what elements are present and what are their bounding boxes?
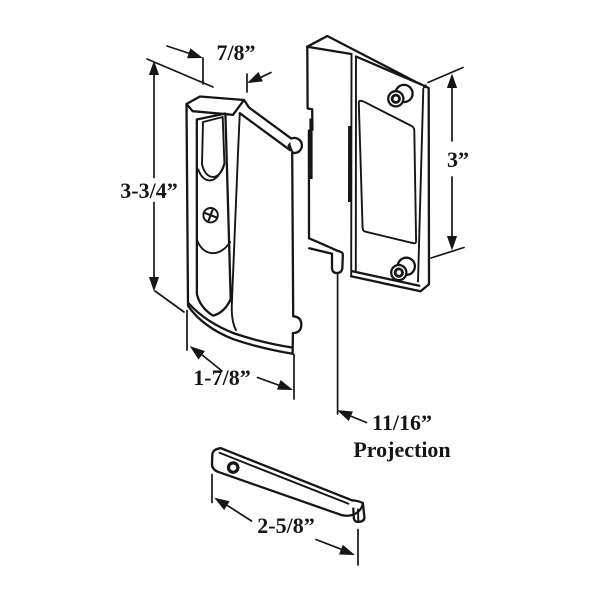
arrowhead-up-icon bbox=[148, 60, 160, 75]
dim-keeper-height-label: 3” bbox=[447, 147, 469, 172]
extension-line bbox=[154, 290, 185, 313]
dimension-handle-height: 3-3/4” bbox=[120, 58, 214, 313]
handle-wedge-top-edge bbox=[238, 112, 292, 152]
dim-bar-length-label: 2-5/8” bbox=[257, 513, 314, 538]
handle-grip-saddle-upper bbox=[197, 162, 226, 182]
arrowhead-downright-icon bbox=[338, 544, 355, 556]
dim-top-width-label: 7/8” bbox=[216, 40, 255, 65]
pin-face bbox=[387, 90, 405, 108]
arrowhead-upleft-icon bbox=[189, 346, 205, 360]
keeper-outline bbox=[306, 34, 431, 293]
arrowhead-upleft-icon bbox=[214, 497, 230, 511]
handle-recess-outline bbox=[195, 112, 232, 317]
arrow-shaft bbox=[349, 415, 368, 424]
arrow-shaft bbox=[224, 503, 253, 522]
handle-part bbox=[185, 95, 304, 355]
pin-hole bbox=[393, 267, 404, 278]
handle-knob-shadow bbox=[287, 142, 295, 154]
arrow-shaft bbox=[315, 538, 343, 551]
keeper-top-front-edge bbox=[306, 45, 353, 56]
handle-silhouette bbox=[185, 95, 304, 355]
handle-grip-saddle-lower bbox=[195, 238, 232, 255]
arrowhead-right-icon bbox=[187, 48, 203, 59]
keeper-corner-mark bbox=[423, 84, 427, 89]
dimension-keeper-height: 3” bbox=[427, 66, 469, 259]
arrow-shaft bbox=[166, 45, 192, 55]
arrow-shaft bbox=[199, 352, 223, 372]
keeper-bottom-ledge-bottom bbox=[308, 247, 334, 255]
handle-front-right-edge bbox=[230, 112, 241, 331]
screw-head bbox=[202, 207, 219, 224]
extension-line bbox=[427, 66, 464, 84]
dim-handle-width-label: 1-7/8” bbox=[193, 365, 250, 390]
keeper-right-inner-edge bbox=[417, 87, 425, 283]
pin-hole bbox=[390, 93, 401, 104]
keeper-projection-tab bbox=[330, 249, 344, 275]
handle-topface-bevel bbox=[231, 98, 246, 116]
arrowhead-down-icon bbox=[148, 277, 160, 292]
dimension-top-width: 7/8” bbox=[166, 40, 272, 93]
arrowhead-upleft-icon bbox=[337, 410, 353, 421]
keeper-pin-bottom bbox=[390, 256, 417, 282]
keeper-recess-panel bbox=[357, 99, 418, 245]
pin-face bbox=[390, 263, 408, 282]
arrowhead-down-icon bbox=[446, 236, 458, 251]
dimension-handle-width: 1-7/8” bbox=[186, 309, 295, 400]
bar-top-thickness bbox=[218, 451, 350, 505]
arrowhead-downright-icon bbox=[276, 379, 293, 391]
handle-screw bbox=[202, 207, 219, 224]
handle-bottom-thickness bbox=[187, 302, 294, 349]
bar-tip-upturn bbox=[340, 499, 365, 517]
dimension-bar-length: 2-5/8” bbox=[211, 473, 359, 566]
handle-grip-opening bbox=[201, 116, 226, 178]
latch-bar-part bbox=[210, 447, 366, 524]
keeper-pin-top bbox=[387, 83, 414, 108]
bar-tip-face bbox=[352, 501, 366, 524]
keeper-front-top-edge bbox=[354, 55, 423, 86]
arrowhead-up-icon bbox=[446, 73, 458, 88]
extension-line bbox=[146, 58, 214, 88]
keeper-bottom-inner-edge bbox=[351, 270, 421, 287]
arrowhead-left-icon bbox=[247, 72, 263, 84]
keeper-part bbox=[306, 34, 431, 293]
extension-line bbox=[430, 246, 465, 259]
dim-handle-height-label: 3-3/4” bbox=[120, 178, 177, 203]
screw-slot-b bbox=[207, 208, 214, 223]
dimension-projection: 11/16” Projection bbox=[336, 271, 451, 462]
bar-top-edge bbox=[219, 447, 354, 502]
arrow-shaft bbox=[256, 376, 282, 387]
bar-left-cap-and-bottom bbox=[210, 447, 343, 517]
bar-hole bbox=[226, 461, 240, 474]
dim-projection-value-label: 11/16” bbox=[372, 410, 432, 435]
dim-projection-caption-label: Projection bbox=[353, 437, 450, 462]
keeper-bottom-ledge-top bbox=[307, 237, 338, 252]
